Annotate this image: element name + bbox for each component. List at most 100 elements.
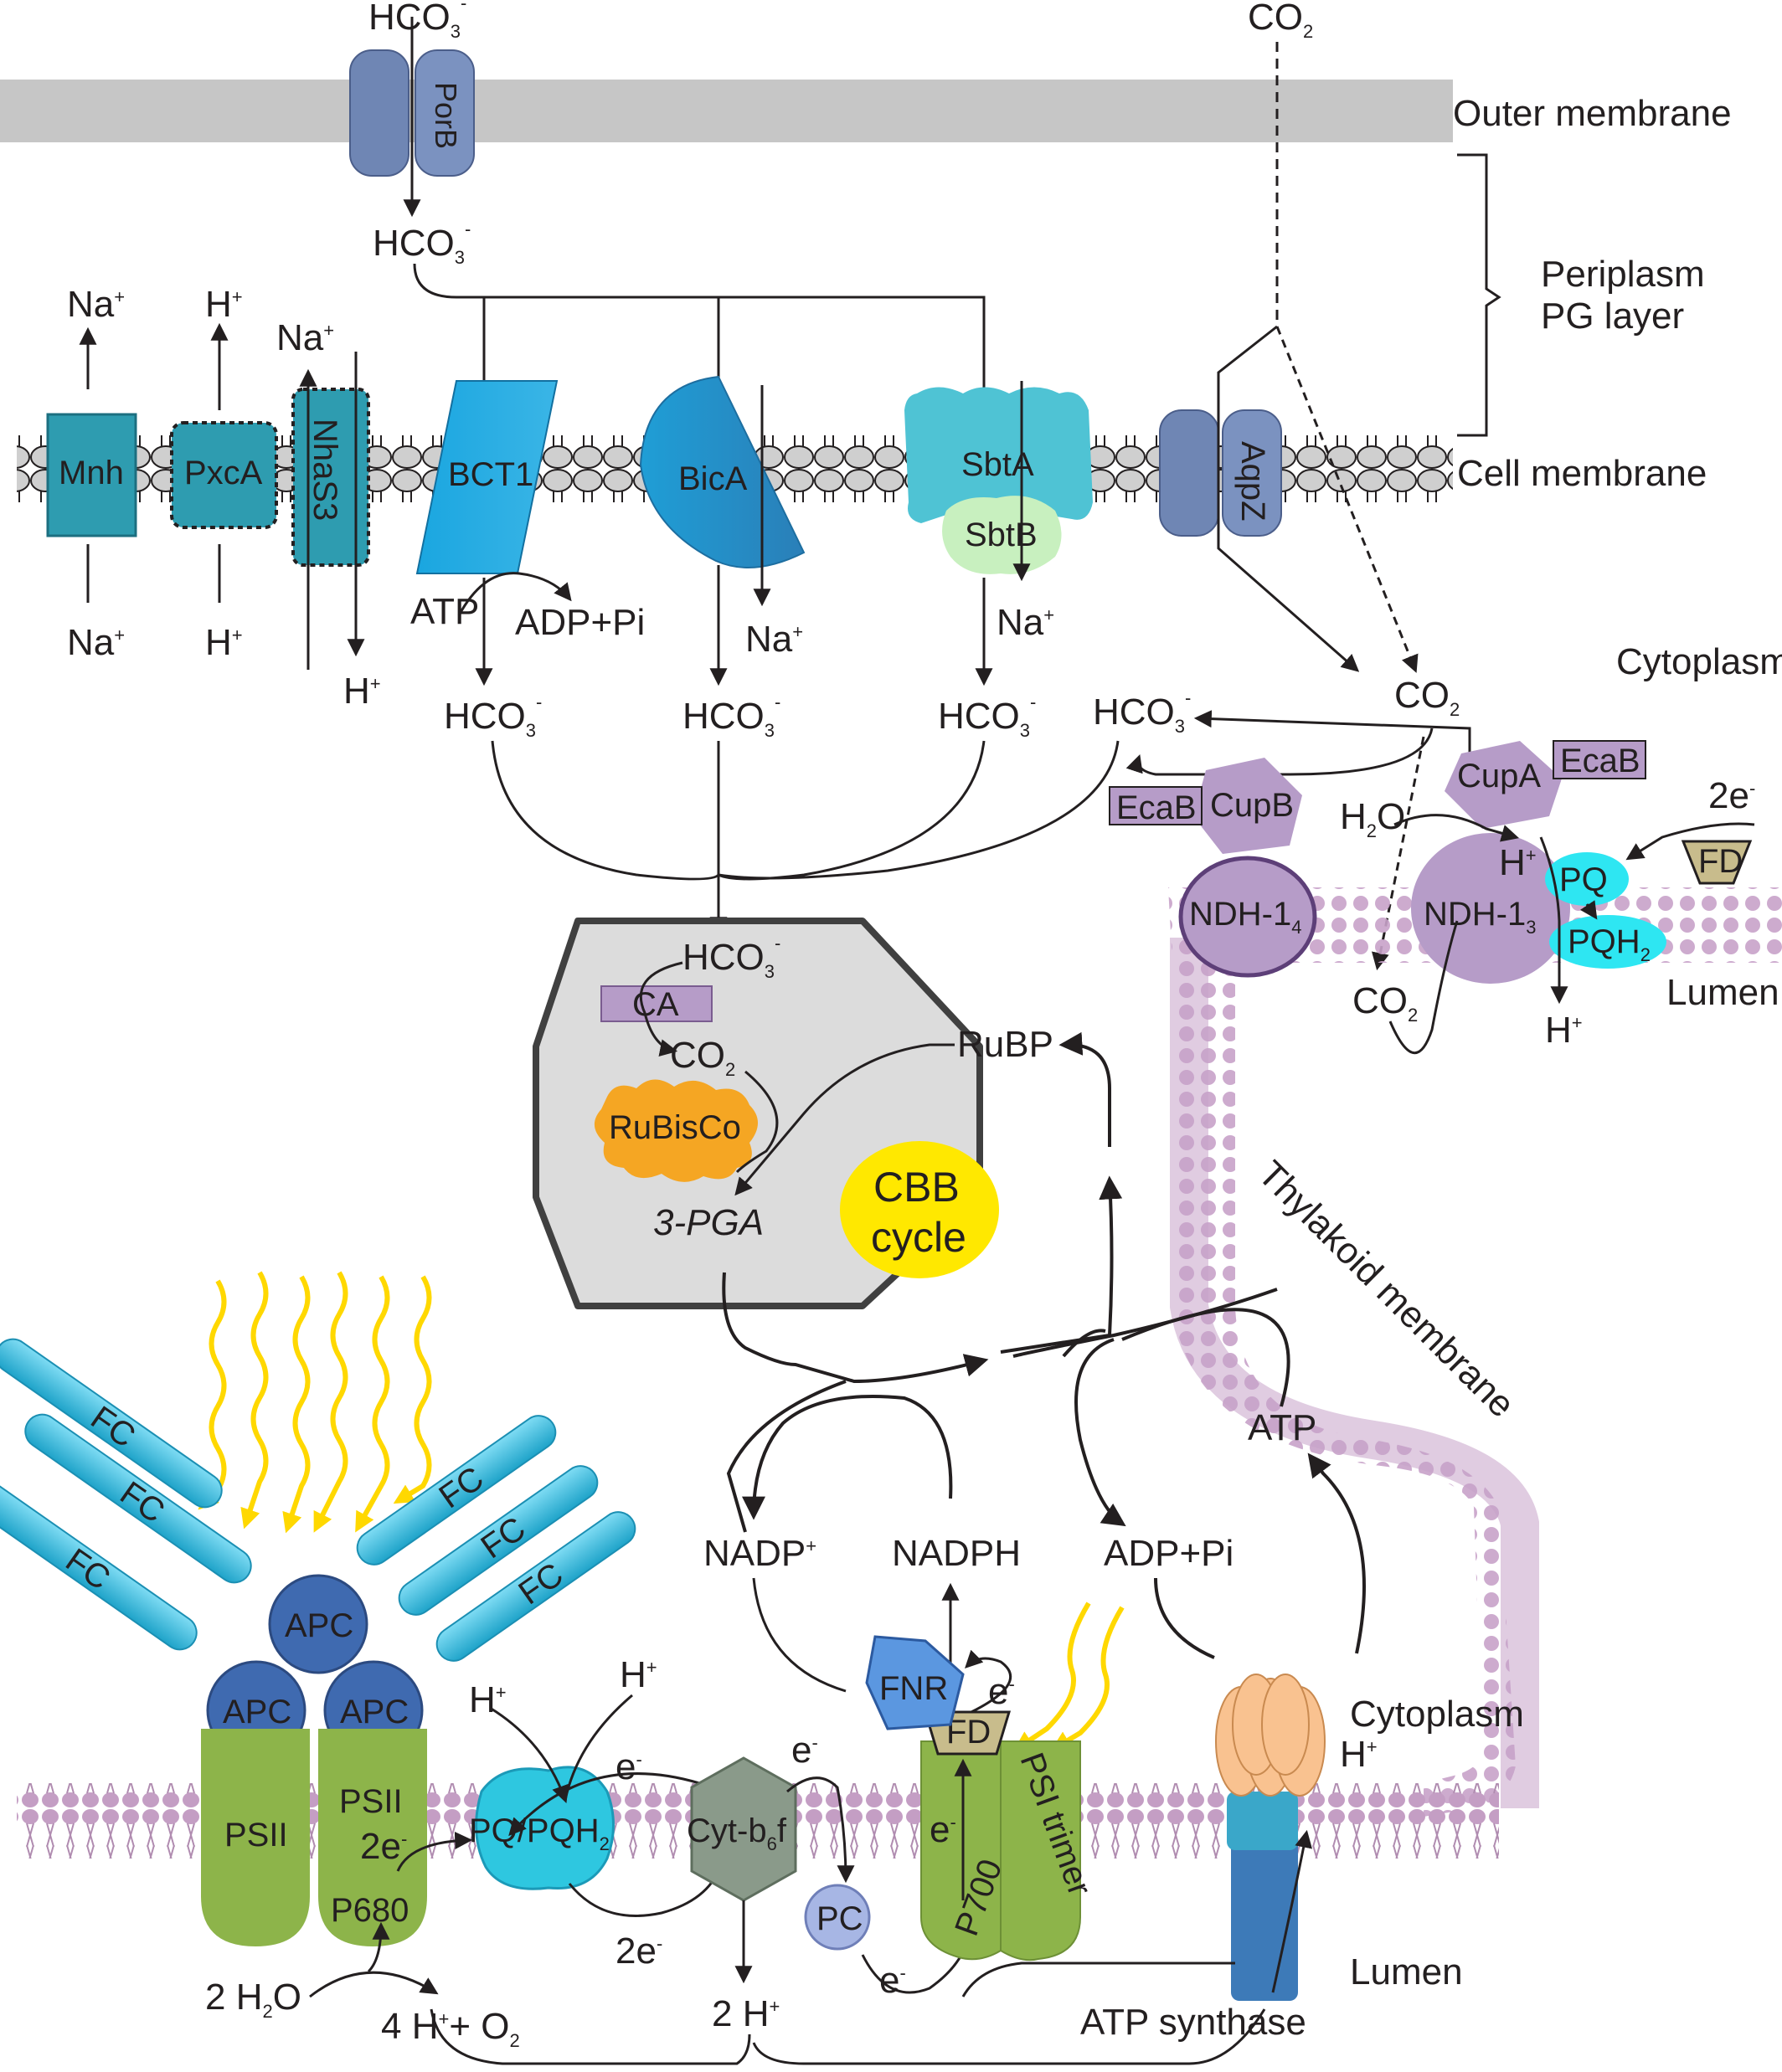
mnh-label: Mnh	[59, 455, 124, 491]
cell-membrane-label: Cell membrane	[1457, 453, 1707, 494]
e-cyt-label: e-	[791, 1730, 818, 1771]
nhaS3-label: NhaS3	[306, 419, 343, 521]
hco3-bct1-label: HCO3-	[444, 692, 542, 741]
nhaS3-antiporter: NhaS3	[291, 388, 370, 567]
water-to-p680-arrow	[367, 1921, 390, 1973]
phycocyanin-rods-right: FC FC FC	[356, 1415, 636, 1662]
mnh-antiporter: Mnh	[46, 413, 137, 537]
co2-to-lumen-dashed	[1371, 736, 1425, 971]
svg-text:CO2: CO2	[1248, 0, 1313, 42]
pq-ndh-label: PQ	[1559, 861, 1608, 898]
apc-label: APC	[285, 1607, 353, 1644]
two-e-ndh-label: 2e-	[1708, 775, 1755, 816]
water-split-arrow	[309, 1971, 439, 1998]
pqh2-ndh: PQH2	[1549, 915, 1666, 969]
sbtB-label: SbtB	[965, 517, 1038, 553]
light-wave-icon	[198, 1279, 227, 1510]
pga-to-cycle-arrow	[722, 1272, 989, 1384]
e-pq-label: e-	[615, 1746, 642, 1787]
fnr-enzyme: FNR	[865, 1635, 965, 1730]
fd-to-fnr-arrow	[965, 1649, 1012, 1714]
synthase-h-arrow	[1271, 1829, 1313, 1993]
cupB-co2-arrow	[1125, 728, 1434, 776]
ca-label: CA	[632, 986, 679, 1023]
h-nhaS3-label: H+	[343, 671, 381, 712]
pq-ndh: PQ	[1545, 852, 1629, 906]
h-lumen-label: H+	[1545, 1010, 1583, 1051]
adp-arrow	[1074, 1338, 1126, 1527]
ecaB-b-subunit: EcaB	[1109, 786, 1203, 826]
cytb6f-label: Cyt-b6f	[687, 1812, 787, 1854]
ca-conversion-arrow	[639, 961, 683, 1057]
periplasm-bracket	[1457, 153, 1501, 437]
bct1-adp-label: ADP+Pi	[515, 602, 645, 643]
h-ndh-label: H+	[1499, 842, 1537, 883]
p680-label: P680	[331, 1892, 409, 1929]
water-label: 2 H2O	[205, 1977, 301, 2022]
hco3-ndh-label: HCO3-	[1093, 687, 1191, 737]
psii-label-2: PSII	[339, 1783, 403, 1820]
lumen-top-label: Lumen	[1666, 972, 1779, 1013]
two-e-cyt-label: 2e-	[615, 1931, 662, 1972]
cycle-to-rubp-arrow	[1000, 1175, 1123, 1354]
pxcA-label: PxcA	[184, 455, 263, 491]
e-psi-label: e-	[930, 1809, 956, 1850]
rubisco-label: RuBisCo	[609, 1109, 741, 1146]
na-nhaS3-label: Na+	[276, 317, 334, 358]
co2-to-rubisco-curve	[735, 1070, 779, 1174]
nadph-label: NADPH	[892, 1533, 1021, 1574]
ecaB-a-subunit: EcaB	[1553, 740, 1646, 779]
svg-text:HCO3-: HCO3-	[1093, 687, 1191, 737]
h-pq-left-label: H+	[469, 1679, 507, 1720]
hco3-sbtA-label: HCO3-	[938, 692, 1036, 741]
fnr-label: FNR	[879, 1670, 948, 1707]
thylakoid-label: Thylakoid membrane	[1250, 1153, 1522, 1425]
co2-outside-label: CO2	[1248, 0, 1313, 42]
pq-to-pqh2-arrow	[1579, 900, 1598, 920]
cbb-label-1: CBB	[873, 1164, 960, 1211]
psii-dimer: PSII PSII P680	[201, 1729, 427, 1946]
porB-label: PorB	[429, 82, 463, 149]
cytoplasm-bottom-label: Cytoplasm	[1350, 1694, 1524, 1735]
fd-ndh: FD	[1681, 840, 1753, 885]
rubisco-enzyme: RuBisCo	[594, 1079, 758, 1182]
h2o-arrow	[1393, 814, 1520, 842]
fd-ndh-label: FD	[1698, 843, 1743, 880]
light-waves	[198, 1271, 1125, 1751]
plastocyanin: PC	[804, 1884, 871, 1951]
svg-text:HCO3-: HCO3-	[682, 692, 780, 741]
nadp-label: NADP+	[703, 1533, 816, 1574]
ecaB-b-label: EcaB	[1116, 789, 1197, 826]
thylakoid-outline	[1170, 938, 1539, 1808]
svg-text:HCO3-: HCO3-	[368, 0, 466, 42]
fd-psi-label: FD	[946, 1714, 991, 1751]
fd-to-pq-arrow	[1625, 822, 1755, 861]
e-pc-label: e-	[879, 1960, 906, 2001]
ndh-merge-curve	[718, 740, 1120, 880]
apc-label: APC	[223, 1694, 291, 1730]
psii-two-e-label: 2e-	[360, 1826, 407, 1867]
rubp-to-pga-arrow	[734, 1043, 955, 1196]
porB-porin: PorB	[349, 49, 475, 177]
apc-label: APC	[340, 1694, 409, 1730]
ndh14-complex: NDH-14	[1178, 856, 1317, 978]
bct1-merge-curve	[491, 740, 720, 881]
cytb6f-complex: Cyt-b6f	[687, 1756, 797, 1902]
svg-text:HCO3-: HCO3-	[682, 933, 780, 982]
outer-membrane-label: Outer membrane	[1453, 93, 1732, 134]
svg-text:CO2: CO2	[670, 1035, 735, 1080]
svg-text:NDH-14: NDH-14	[1189, 896, 1301, 938]
nadp-to-fnr-line	[752, 1577, 847, 1693]
atp-label: ATP	[1248, 1407, 1316, 1448]
pq-pool: PQ/PQH2	[469, 1766, 615, 1890]
h-to-pq-arrow-1	[489, 1706, 569, 1803]
light-wave-icon	[1013, 1602, 1091, 1751]
hco3-periplasm-label: HCO3-	[373, 219, 471, 268]
bct1-transporter: BCT1	[415, 380, 559, 574]
pq-to-cyt-arrow	[568, 1864, 724, 1917]
adp-pi-label: ADP+Pi	[1104, 1533, 1233, 1574]
svg-text:PQH2: PQH2	[1568, 923, 1651, 965]
h-synthase-label: H+	[1340, 1734, 1378, 1775]
sbtA-merge-curve	[718, 740, 986, 881]
